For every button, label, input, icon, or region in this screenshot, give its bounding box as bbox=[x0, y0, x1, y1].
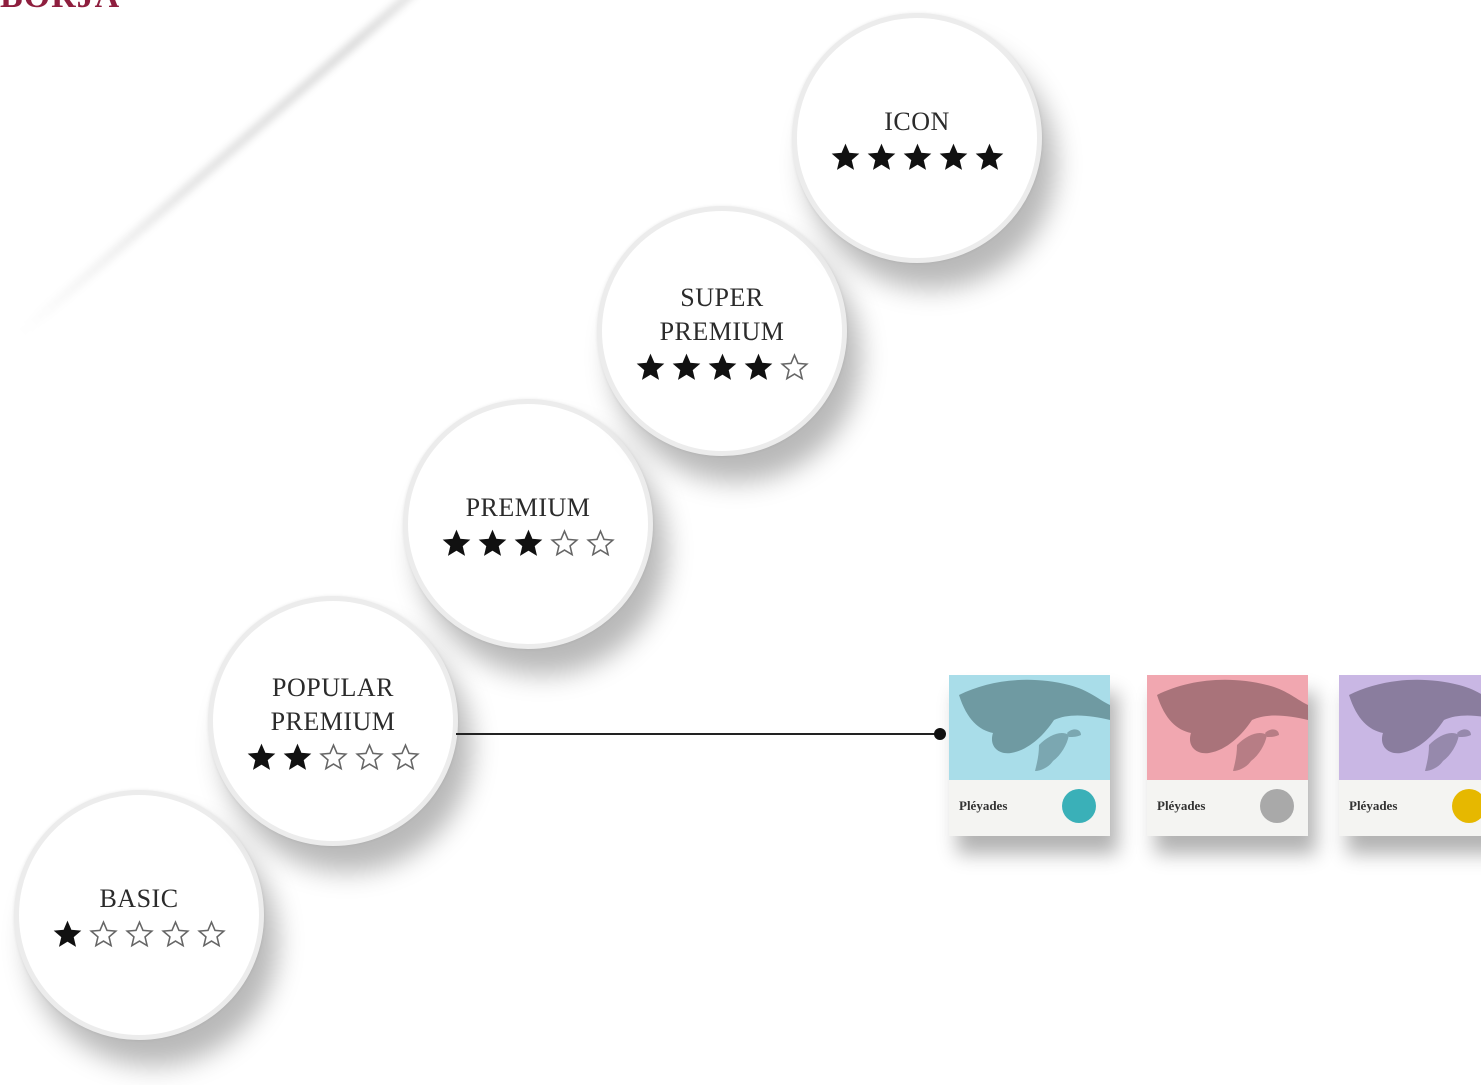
star-filled-icon bbox=[903, 143, 931, 170]
star-filled-icon bbox=[247, 743, 275, 770]
tier-super-premium: SUPER PREMIUM bbox=[597, 206, 847, 456]
star-outline-icon bbox=[160, 919, 190, 947]
star-outline-icon bbox=[549, 528, 579, 556]
wine-name: Pléyades bbox=[1157, 798, 1206, 813]
star-rating bbox=[442, 528, 615, 558]
tier-label: ICON bbox=[884, 106, 950, 136]
connector-dot bbox=[934, 728, 946, 740]
star-outline-icon bbox=[354, 742, 384, 770]
wine-name: Pléyades bbox=[959, 798, 1008, 813]
star-filled-icon bbox=[636, 353, 664, 380]
tier-label: SUPER PREMIUM bbox=[659, 282, 785, 346]
tier-premium: PREMIUM bbox=[403, 399, 653, 649]
star-outline-icon bbox=[390, 742, 420, 770]
star-filled-icon bbox=[708, 353, 736, 380]
star-filled-icon bbox=[975, 143, 1003, 170]
tier-label: PREMIUM bbox=[465, 492, 591, 522]
award-seal-icon bbox=[1260, 789, 1294, 823]
wine-label-purple: Pléyades bbox=[1339, 675, 1481, 836]
star-filled-icon bbox=[939, 143, 967, 170]
star-rating bbox=[53, 919, 226, 949]
star-filled-icon bbox=[672, 353, 700, 380]
star-outline-icon bbox=[585, 528, 615, 556]
star-filled-icon bbox=[831, 143, 859, 170]
star-filled-icon bbox=[867, 143, 895, 170]
star-filled-icon bbox=[442, 529, 470, 556]
star-filled-icon bbox=[514, 529, 542, 556]
tier-label: BASIC bbox=[99, 883, 179, 913]
award-seal-icon bbox=[1452, 789, 1481, 823]
star-rating bbox=[831, 143, 1004, 172]
brand-logo: BORJA bbox=[0, 0, 120, 16]
star-rating bbox=[636, 352, 809, 382]
star-filled-icon bbox=[283, 743, 311, 770]
dove-icon bbox=[1349, 679, 1481, 771]
dove-icon bbox=[959, 679, 1110, 771]
star-filled-icon bbox=[478, 529, 506, 556]
tier-popular-premium: POPULAR PREMIUM bbox=[208, 596, 458, 846]
tier-icon: ICON bbox=[792, 13, 1042, 263]
dove-icon bbox=[1157, 679, 1308, 771]
star-outline-icon bbox=[779, 352, 809, 380]
award-seal-icon bbox=[1062, 789, 1096, 823]
star-filled-icon bbox=[744, 353, 772, 380]
star-rating bbox=[247, 742, 420, 772]
star-outline-icon bbox=[318, 742, 348, 770]
connector-line bbox=[456, 733, 940, 735]
label-artwork bbox=[949, 675, 1110, 780]
star-outline-icon bbox=[88, 919, 118, 947]
wine-label-blue: Pléyades bbox=[949, 675, 1110, 836]
label-artwork bbox=[1339, 675, 1481, 780]
label-artwork bbox=[1147, 675, 1308, 780]
star-filled-icon bbox=[53, 920, 81, 947]
star-outline-icon bbox=[124, 919, 154, 947]
wine-label-pink: Pléyades bbox=[1147, 675, 1308, 836]
star-outline-icon bbox=[196, 919, 226, 947]
tier-basic: BASIC bbox=[14, 790, 264, 1040]
diagonal-shadow bbox=[17, 0, 582, 338]
wine-name: Pléyades bbox=[1349, 798, 1398, 813]
tier-label: POPULAR PREMIUM bbox=[270, 672, 396, 736]
